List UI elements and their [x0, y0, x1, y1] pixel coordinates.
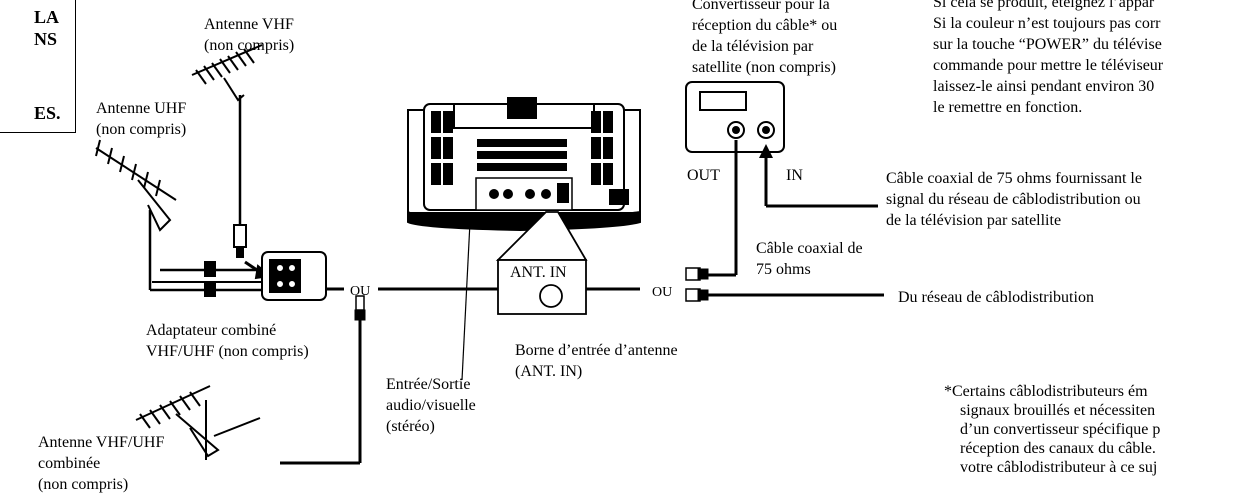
cable-network-line — [685, 288, 884, 302]
in-label: IN — [786, 167, 803, 184]
converter-out-cable — [685, 140, 738, 281]
converter-in-cable — [759, 144, 878, 208]
warning-box-line-2: NS — [34, 29, 58, 49]
vhf-antenna-icon — [191, 44, 273, 280]
ou-right-label: OU — [652, 285, 673, 300]
warning-box-frame — [0, 0, 76, 133]
vhf-antenna-label: Antenne VHF(non compris) — [204, 16, 295, 54]
terminal-label: Borne d’entrée d’antenne(ANT. IN) — [515, 342, 678, 380]
cable-network-label: Du réseau de câblodistribution — [898, 289, 1094, 306]
av-pointer-line — [461, 221, 471, 381]
footnote: *Certains câblodistributeurs ém signaux … — [944, 383, 1161, 476]
uhf-antenna-label: Antenne UHF(non compris) — [96, 100, 187, 138]
combined-antenna-cable — [280, 295, 366, 465]
ant-in-callout — [495, 211, 588, 315]
converter-box-icon — [685, 81, 785, 153]
ou-left-label: OU — [350, 284, 371, 299]
tv-back-icon — [407, 97, 641, 232]
vhf-uhf-adapter-icon — [160, 251, 344, 301]
out-label: OUT — [687, 167, 720, 184]
uhf-antenna-icon — [95, 139, 262, 292]
combined-antenna-icon — [135, 385, 261, 460]
warning-box-line-3: ES. — [34, 103, 61, 123]
warning-box-line-1: LA — [34, 7, 60, 27]
ant-in-label: ANT. IN — [510, 264, 567, 281]
